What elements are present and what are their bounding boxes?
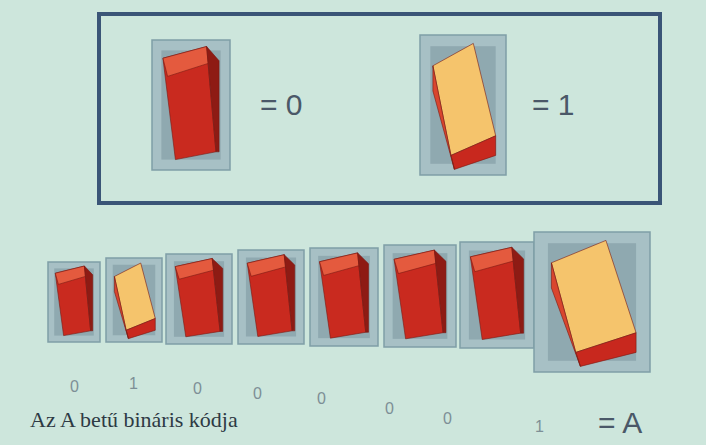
equation-text: = 0: [260, 88, 303, 121]
switch-off: [460, 242, 534, 348]
rocker-top: [163, 47, 208, 77]
rocker-top: [394, 250, 436, 273]
bit-digit: 0: [70, 378, 79, 396]
rocker-side: [433, 66, 455, 170]
result-label: = A: [598, 406, 642, 439]
switch-plate: [106, 258, 162, 342]
bit-digit: 1: [535, 418, 544, 436]
rocker-side: [126, 318, 155, 338]
switch-plate: [48, 262, 100, 342]
rocker-side: [512, 247, 524, 333]
bit-digit: 0: [193, 380, 202, 398]
switch-off: [238, 250, 304, 344]
rocker-side: [434, 250, 446, 333]
rocker-face: [433, 43, 496, 155]
switch-off: [48, 262, 100, 342]
bit-digit: 0: [385, 400, 394, 418]
switch-plate: [420, 35, 506, 175]
rocker-top: [247, 255, 285, 277]
rocker-top: [55, 266, 85, 284]
switch-off: [166, 254, 232, 344]
bit-digit: 1: [129, 375, 138, 393]
equation-text: = 1: [532, 88, 575, 121]
switch-off: [310, 248, 378, 346]
rocker-side: [84, 266, 92, 331]
bit-digit: 0: [443, 410, 452, 428]
switch-on: [420, 35, 506, 175]
rocker-side: [114, 276, 128, 338]
bit-digit: 0: [253, 385, 262, 403]
switch-plate: [152, 40, 230, 170]
switch-on: [534, 232, 650, 372]
rocker-side: [451, 136, 496, 170]
switch-plate: [534, 232, 650, 372]
rocker-side: [576, 333, 636, 367]
switch-on: [106, 258, 162, 342]
switch-plate: [310, 248, 378, 346]
switch-plate: [238, 250, 304, 344]
rocker-side: [551, 263, 580, 367]
caption: Az A betű bináris kódja: [30, 408, 238, 432]
rocker-top: [470, 247, 513, 271]
rocker-top: [320, 253, 359, 276]
rocker-top: [175, 259, 213, 280]
rocker-side: [207, 47, 219, 152]
switch-plate: [460, 242, 534, 348]
switch-plate: [166, 254, 232, 344]
frame-box: = 0 = 1: [97, 12, 662, 205]
rocker-side: [358, 253, 369, 332]
switch-off: [152, 40, 230, 170]
rocker-face: [551, 240, 636, 352]
switch-off: [384, 245, 456, 347]
bit-digit: 0: [317, 390, 326, 408]
rocker-side: [212, 259, 223, 332]
rocker-face: [114, 263, 155, 330]
rocker-side: [284, 255, 295, 331]
switch-plate: [384, 245, 456, 347]
